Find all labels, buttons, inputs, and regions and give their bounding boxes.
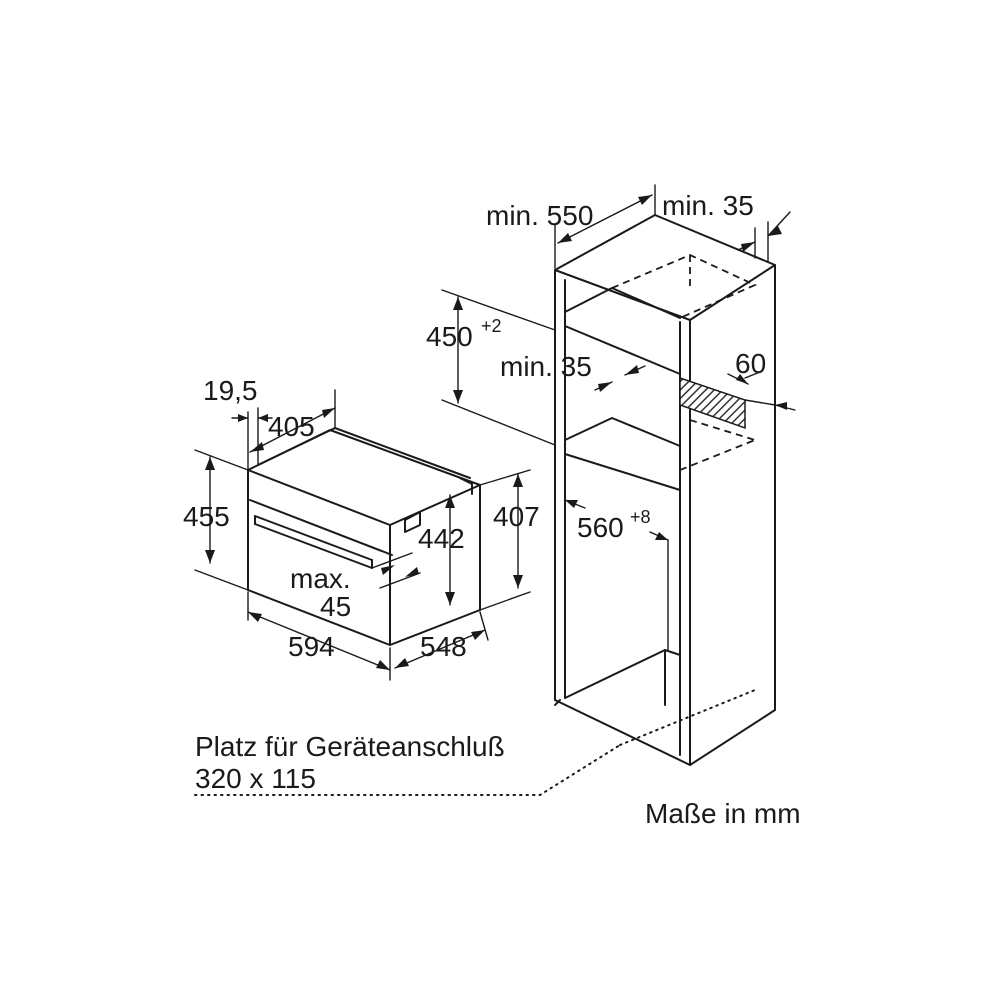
label-connection-line1: Platz für Geräteanschluß — [195, 731, 505, 762]
label-niche-height-tol: +2 — [481, 316, 502, 336]
label-cabinet-depth: min. 550 — [486, 200, 593, 231]
tall-cabinet — [554, 214, 776, 766]
label-height-side: 407 — [493, 501, 540, 532]
label-connection-line2: 320 x 115 — [195, 763, 316, 794]
label-units: Maße in mm — [645, 798, 801, 829]
label-back-gap: min. 35 — [662, 190, 754, 221]
label-height-total: 455 — [183, 501, 230, 532]
label-vent-height: 60 — [735, 348, 766, 379]
label-height-front: 442 — [418, 523, 465, 554]
label-niche-width-tol: +8 — [630, 507, 651, 527]
label-depth-front: 19,5 — [203, 375, 258, 406]
label-niche-width: 560 — [577, 512, 624, 543]
label-depth-top: 405 — [268, 411, 315, 442]
labels: 19,5 405 455 442 407 max. 45 594 548 min… — [183, 190, 801, 829]
vent-hatch — [679, 376, 746, 430]
cabinet-dimension-lines — [194, 184, 796, 796]
label-niche-height: 450 — [426, 321, 473, 352]
label-niche-width-group: 560 +8 — [577, 507, 651, 543]
label-shelf-gap: min. 35 — [500, 351, 592, 382]
label-width: 594 — [288, 631, 335, 662]
label-door-gap-prefix: max. — [290, 563, 351, 594]
oven-dimension-lines — [194, 389, 531, 681]
label-door-gap-value: 45 — [320, 591, 351, 622]
label-depth-body: 548 — [420, 631, 467, 662]
label-niche-height-group: 450 +2 — [426, 316, 502, 352]
